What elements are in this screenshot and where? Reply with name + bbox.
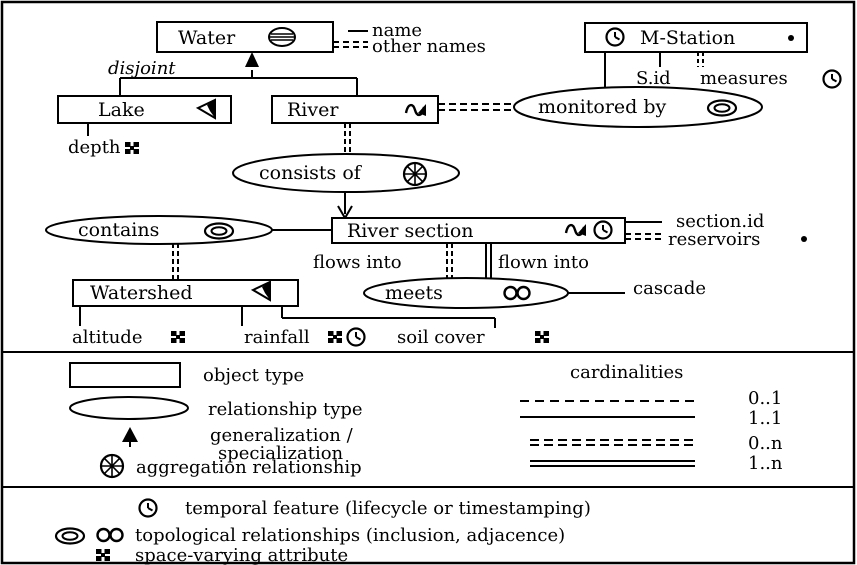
legend-generalization-2: specialization — [218, 443, 344, 464]
legend-temporal: temporal feature (lifecycle or timestamp… — [185, 498, 591, 519]
inclusion-icon — [706, 99, 738, 117]
legend-relationship-type: relationship type — [208, 399, 363, 420]
aggregation-icon — [402, 161, 428, 187]
attr-altitude: altitude — [72, 327, 142, 348]
entity-river-section: River section — [331, 217, 626, 244]
rel-meets: meets — [363, 277, 569, 309]
attr-cascade: cascade — [633, 278, 706, 299]
entity-watershed-label: Watershed — [90, 282, 193, 304]
dot-icon — [801, 236, 807, 242]
legend-generalization-arrow — [122, 427, 138, 442]
legend: object type relationship type generaliza… — [54, 362, 783, 565]
entity-river-label: River — [287, 99, 339, 121]
space-varying-icon — [328, 331, 342, 343]
rel-consists-of: consists of — [232, 153, 460, 193]
legend-card-1n: 1..n — [748, 453, 783, 474]
attr-s-id: S.id — [636, 68, 671, 89]
rel-monitored-by-label: monitored by — [538, 96, 667, 118]
legend-clock-icon — [138, 498, 158, 518]
generalization-arrow — [245, 52, 259, 67]
dot-icon — [788, 35, 794, 41]
entity-lake: Lake — [57, 95, 232, 124]
entity-mstation-label: M-Station — [640, 27, 735, 49]
clock-icon — [593, 220, 613, 240]
inclusion-icon — [203, 222, 235, 240]
legend-space-varying: space-varying attribute — [135, 545, 348, 565]
aggregation-icon — [99, 453, 125, 479]
legend-adjacence-icon — [96, 527, 124, 543]
legend-relationship-symbol — [69, 396, 189, 420]
flows-into-label: flows into — [313, 252, 402, 273]
legend-inclusion-icon — [54, 527, 86, 545]
space-varying-icon — [535, 331, 549, 343]
attr-section-id: section.id — [676, 211, 764, 232]
legend-space-varying-icon — [96, 549, 110, 561]
attr-depth: depth — [68, 137, 121, 158]
clock-icon — [346, 327, 366, 347]
legend-topological: topological relationships (inclusion, ad… — [135, 525, 565, 546]
attr-reservoirs: reservoirs — [668, 229, 760, 250]
rel-meets-label: meets — [385, 282, 443, 304]
rel-monitored-by: monitored by — [513, 86, 763, 128]
legend-object-type: object type — [203, 365, 304, 386]
attr-name: name — [372, 20, 422, 41]
attr-other-names: other names — [372, 36, 486, 57]
legend-aggregation: aggregation relationship — [136, 457, 362, 478]
entity-river-section-label: River section — [347, 220, 474, 242]
entity-lake-label: Lake — [98, 99, 145, 121]
rel-contains-label: contains — [78, 219, 159, 241]
legend-generalization-1: generalization / — [210, 425, 354, 446]
attr-measures: measures — [700, 68, 788, 89]
entity-water-label: Water — [178, 27, 236, 49]
flown-into-label: flown into — [498, 252, 589, 273]
legend-cardinalities: cardinalities — [570, 362, 683, 383]
entity-water: Water — [156, 21, 334, 53]
attr-rainfall: rainfall — [244, 327, 310, 348]
entity-river: River — [271, 95, 439, 124]
legend-card-11: 1..1 — [748, 408, 782, 429]
entity-mstation: M-Station — [584, 22, 808, 53]
water-geometry-icon — [268, 27, 296, 47]
space-varying-icon — [171, 331, 185, 343]
legend-card-0n: 0..n — [748, 433, 783, 454]
disjoint-label: disjoint — [108, 58, 176, 79]
entity-watershed: Watershed — [72, 279, 299, 307]
rel-consists-of-label: consists of — [259, 162, 363, 184]
measures-clock-icon — [822, 69, 842, 89]
clock-icon — [605, 27, 625, 47]
rel-contains: contains — [45, 215, 273, 245]
legend-card-01: 0..1 — [748, 388, 782, 409]
attr-soil-cover: soil cover — [397, 327, 485, 348]
space-varying-icon — [125, 142, 139, 154]
legend-object-type-symbol — [69, 362, 181, 388]
